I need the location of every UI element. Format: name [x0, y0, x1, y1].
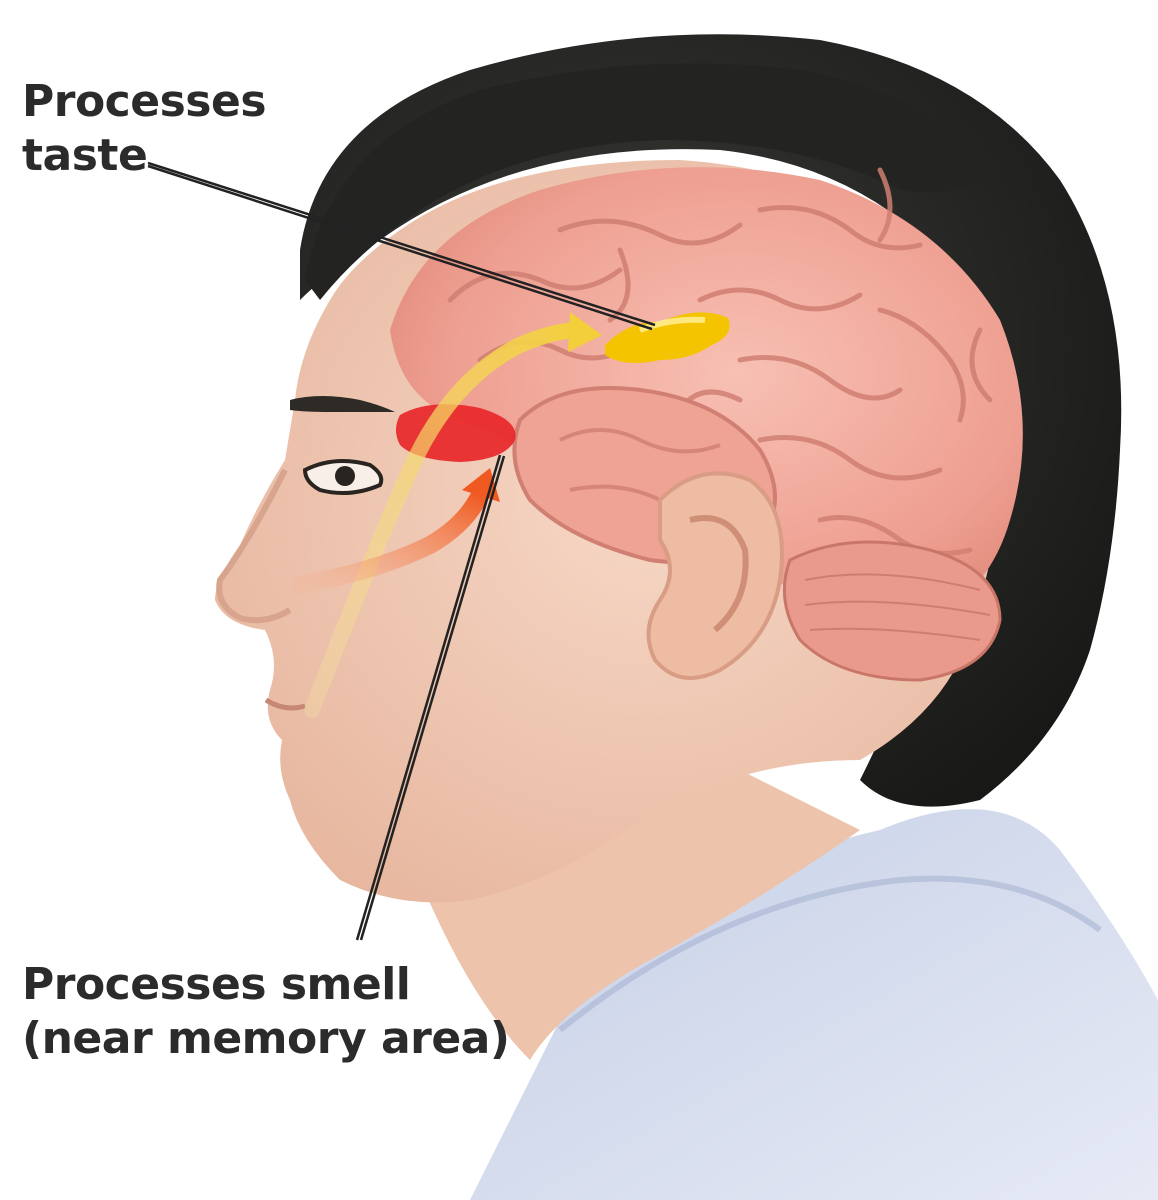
taste-label-line2: taste — [22, 130, 148, 181]
neck — [420, 760, 860, 1060]
taste-pathway-arrow — [304, 322, 588, 718]
cerebellum — [782, 540, 1002, 682]
hair — [300, 34, 1122, 807]
taste-label: Processes taste — [22, 75, 267, 183]
ear — [646, 471, 784, 680]
smell-leader-line — [355, 454, 506, 941]
smell-pathway-arrow — [291, 486, 489, 594]
smell-label-line2: (near memory area) — [22, 1013, 510, 1064]
smell-label: Processes smell (near memory area) — [22, 958, 510, 1066]
mouth — [264, 697, 306, 711]
nose — [216, 468, 292, 624]
smell-label-line1: Processes smell — [22, 959, 411, 1010]
taste-leader-line — [147, 161, 656, 331]
taste-label-line1: Processes — [22, 76, 267, 127]
shirt — [470, 809, 1158, 1200]
smell-arrowhead — [462, 468, 500, 502]
taste-arrowhead — [568, 312, 602, 352]
hair-fringe — [305, 63, 1000, 301]
shirt-collar-fold — [558, 875, 1102, 1033]
eyebrow — [290, 396, 395, 412]
